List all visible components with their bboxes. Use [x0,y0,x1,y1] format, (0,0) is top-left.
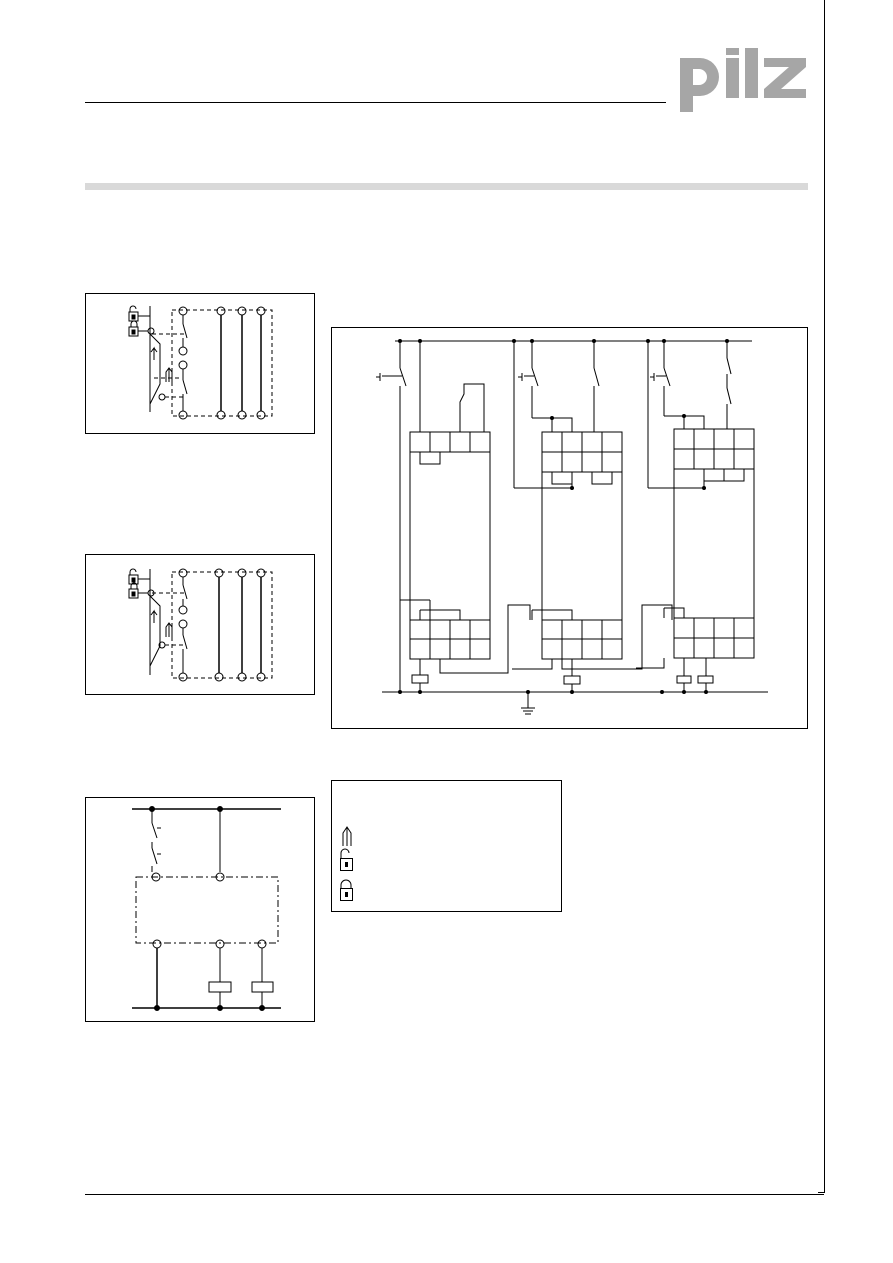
unit-3 [636,341,755,692]
locked-padlock-icon [128,582,139,599]
header-rule [85,102,666,103]
figure-3-relay-diagram [85,797,315,1022]
unlocked-padlock-icon [128,568,139,585]
unit-2 [512,341,673,692]
main-wiring-diagram [331,327,808,729]
locked-padlock-icon [338,877,354,903]
section-band [85,183,808,190]
unit-1 [376,341,531,692]
actuation-arrow-icon [340,825,354,847]
locked-padlock-icon [128,320,139,337]
arrow-up-icon [150,346,158,360]
footer-rule [85,1194,824,1195]
actuation-arrow-icon [165,367,173,382]
right-margin-rule-tick [818,1192,825,1193]
figure-2-contact-diagram [85,554,315,695]
unlocked-padlock-icon [338,847,354,873]
actuation-arrow-icon [165,622,173,637]
pilz-logo: pilz [676,48,810,114]
figure-1-contact-diagram [85,293,315,434]
unlocked-padlock-icon [128,305,139,322]
right-margin-rule [824,0,825,1192]
arrow-up-icon [150,609,158,623]
symbol-legend [331,780,562,912]
